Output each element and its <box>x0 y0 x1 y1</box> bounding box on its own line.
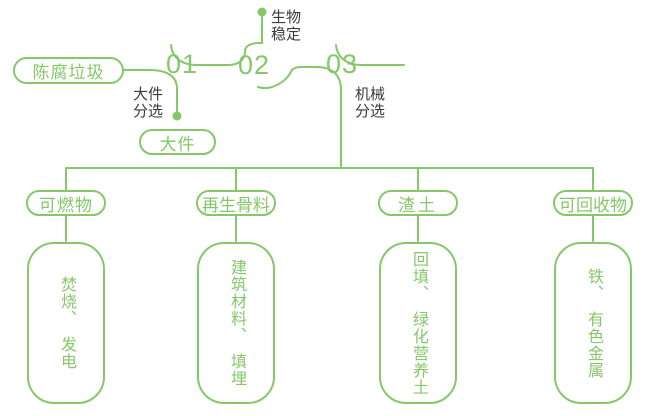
branch-dot-bulky <box>172 111 182 121</box>
box-recyclables-uses: 铁、 有色金属 <box>554 242 632 404</box>
node-residue-soil: 渣土 <box>378 190 458 216</box>
step-number-03: 03 <box>326 49 359 79</box>
node-combustibles-label: 可燃物 <box>39 195 93 215</box>
node-combustibles: 可燃物 <box>26 190 106 216</box>
step-number-01: 01 <box>166 49 199 79</box>
box-residue-soil-uses-text: 回填、 绿化营养土 <box>410 250 427 396</box>
branch-dot-bio <box>257 7 267 17</box>
node-recycled-aggregate-label: 再生骨料 <box>202 195 270 215</box>
box-combustibles-uses-text: 焚烧、 发电 <box>58 276 75 370</box>
box-recycled-aggregate-uses: 建筑材料、 填埋 <box>197 242 275 404</box>
node-bulky-items-label: 大件 <box>159 134 196 154</box>
box-residue-soil-uses: 回填、 绿化营养土 <box>379 242 457 404</box>
node-recyclables-label: 可回收物 <box>559 195 627 215</box>
node-source-label: 陈腐垃圾 <box>32 63 105 82</box>
step-number-02: 02 <box>238 50 271 80</box>
label-bio-stabilization: 生物 稳定 <box>271 9 302 43</box>
line-03-tail <box>335 44 405 66</box>
node-bulky-items: 大件 <box>139 129 216 155</box>
box-recycled-aggregate-uses-text: 建筑材料、 填埋 <box>228 259 245 387</box>
box-combustibles-uses: 焚烧、 发电 <box>27 242 105 404</box>
line-02-to-03 <box>257 66 342 168</box>
pill-to-box-connectors <box>65 215 594 242</box>
node-source: 陈腐垃圾 <box>13 57 124 84</box>
label-mechanical-sorting: 机械 分选 <box>355 86 386 120</box>
label-bulky-sorting: 大件 分选 <box>133 86 164 120</box>
box-recyclables-uses-text: 铁、 有色金属 <box>585 267 602 379</box>
line-source-to-01 <box>123 69 178 112</box>
line-01-to-02 <box>170 16 263 66</box>
node-residue-soil-label: 渣土 <box>398 195 438 215</box>
node-recyclables: 可回收物 <box>553 190 633 216</box>
distribution-bar <box>65 167 594 191</box>
node-recycled-aggregate: 再生骨料 <box>196 190 276 216</box>
